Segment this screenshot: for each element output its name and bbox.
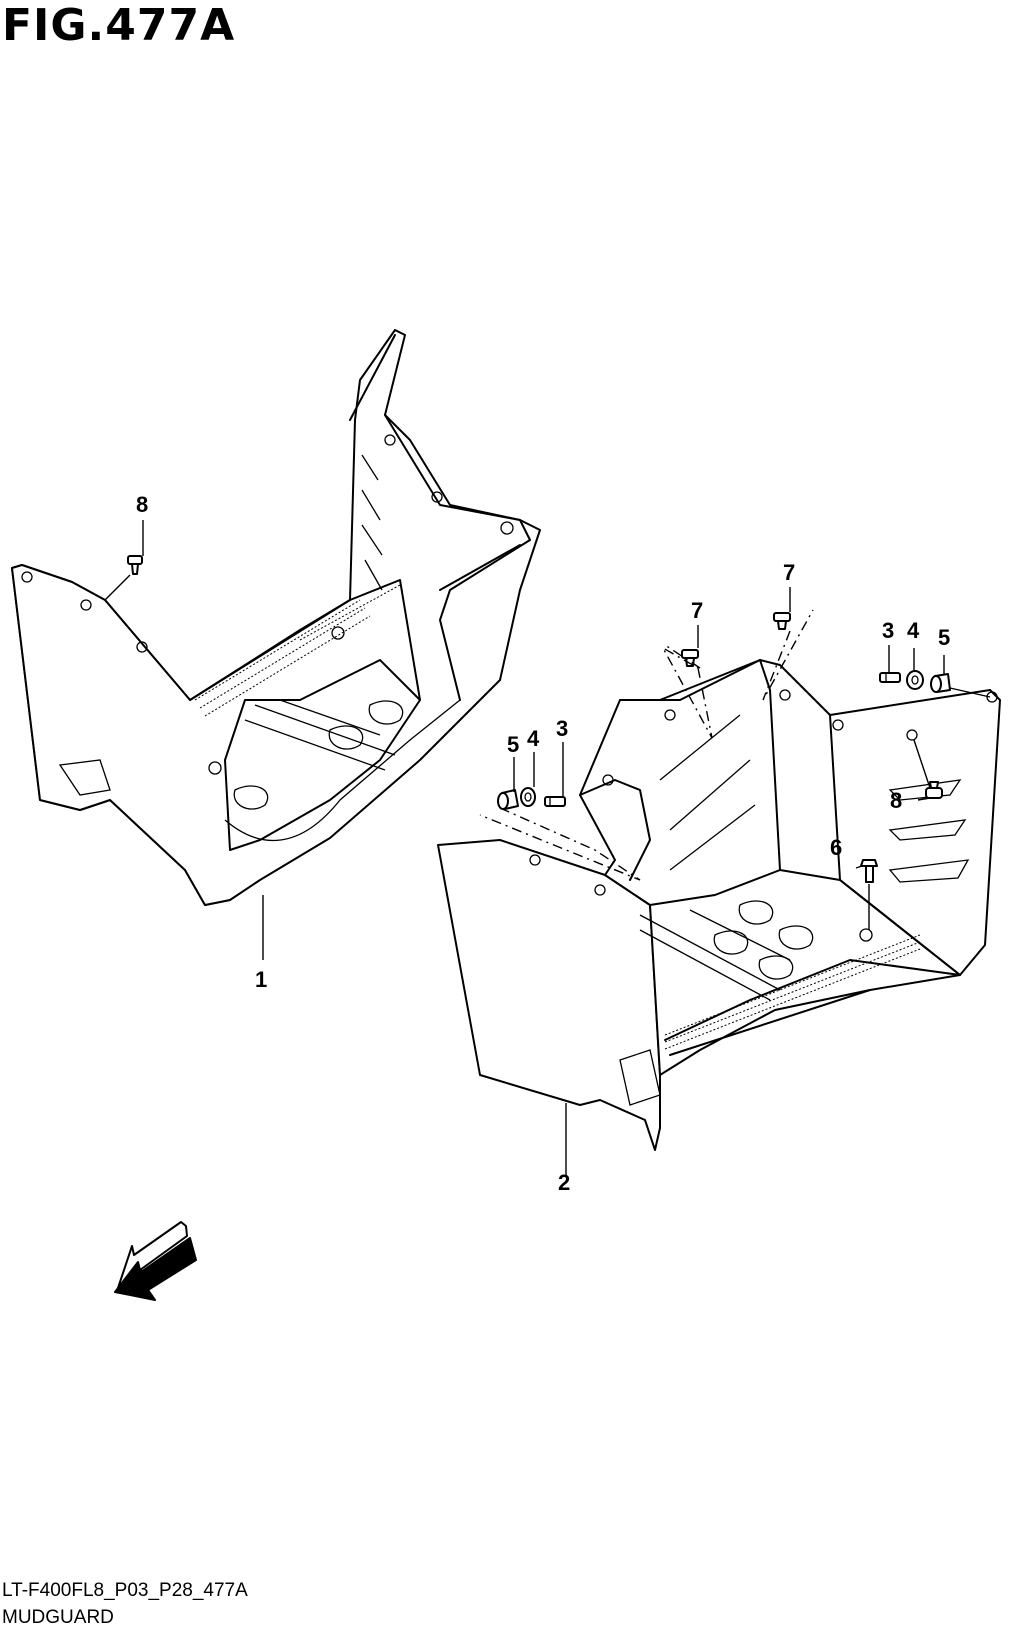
callout-8-left: 8 (136, 492, 148, 517)
fastener-bolt-6 (860, 859, 878, 883)
right-mudguard-part (437, 659, 1001, 1151)
callout-7-right: 7 (783, 560, 795, 585)
callout-8-right: 8 (890, 788, 902, 813)
callout-2: 2 (558, 1170, 570, 1195)
figure-title: FIG.477A (2, 0, 236, 51)
fastener-collar-5-left (497, 789, 519, 810)
leader-lines (104, 520, 991, 1175)
fastener-rivet-7-right (773, 612, 791, 630)
fastener-washer-4-right (906, 670, 924, 690)
left-mudguard-part (11, 329, 541, 906)
callout-7-left: 7 (691, 598, 703, 623)
figure-code: LT-F400FL8_P03_P28_477A (2, 1580, 248, 1601)
figure-name: MUDGUARD (2, 1607, 114, 1628)
callout-4-right: 4 (907, 618, 920, 643)
callout-6: 6 (830, 835, 842, 860)
callout-3-left: 3 (556, 716, 568, 741)
callout-5-left: 5 (507, 732, 519, 757)
fastener-screw-3-right (879, 672, 901, 683)
fastener-clip-8-right (925, 781, 943, 799)
callout-4-left: 4 (527, 726, 540, 751)
callout-3-right: 3 (882, 618, 894, 643)
fastener-collar-5-right (930, 673, 951, 693)
callout-1: 1 (255, 967, 267, 992)
fwd-arrow-icon: FWD (114, 1221, 197, 1301)
callout-5-right: 5 (938, 625, 950, 650)
fastener-washer-4-left (520, 787, 536, 807)
callout-labels: 1 2 3 4 5 3 4 5 6 7 7 8 8 (136, 492, 950, 1195)
fastener-clip-8-left (127, 555, 143, 575)
fastener-screw-3-left (544, 796, 566, 807)
